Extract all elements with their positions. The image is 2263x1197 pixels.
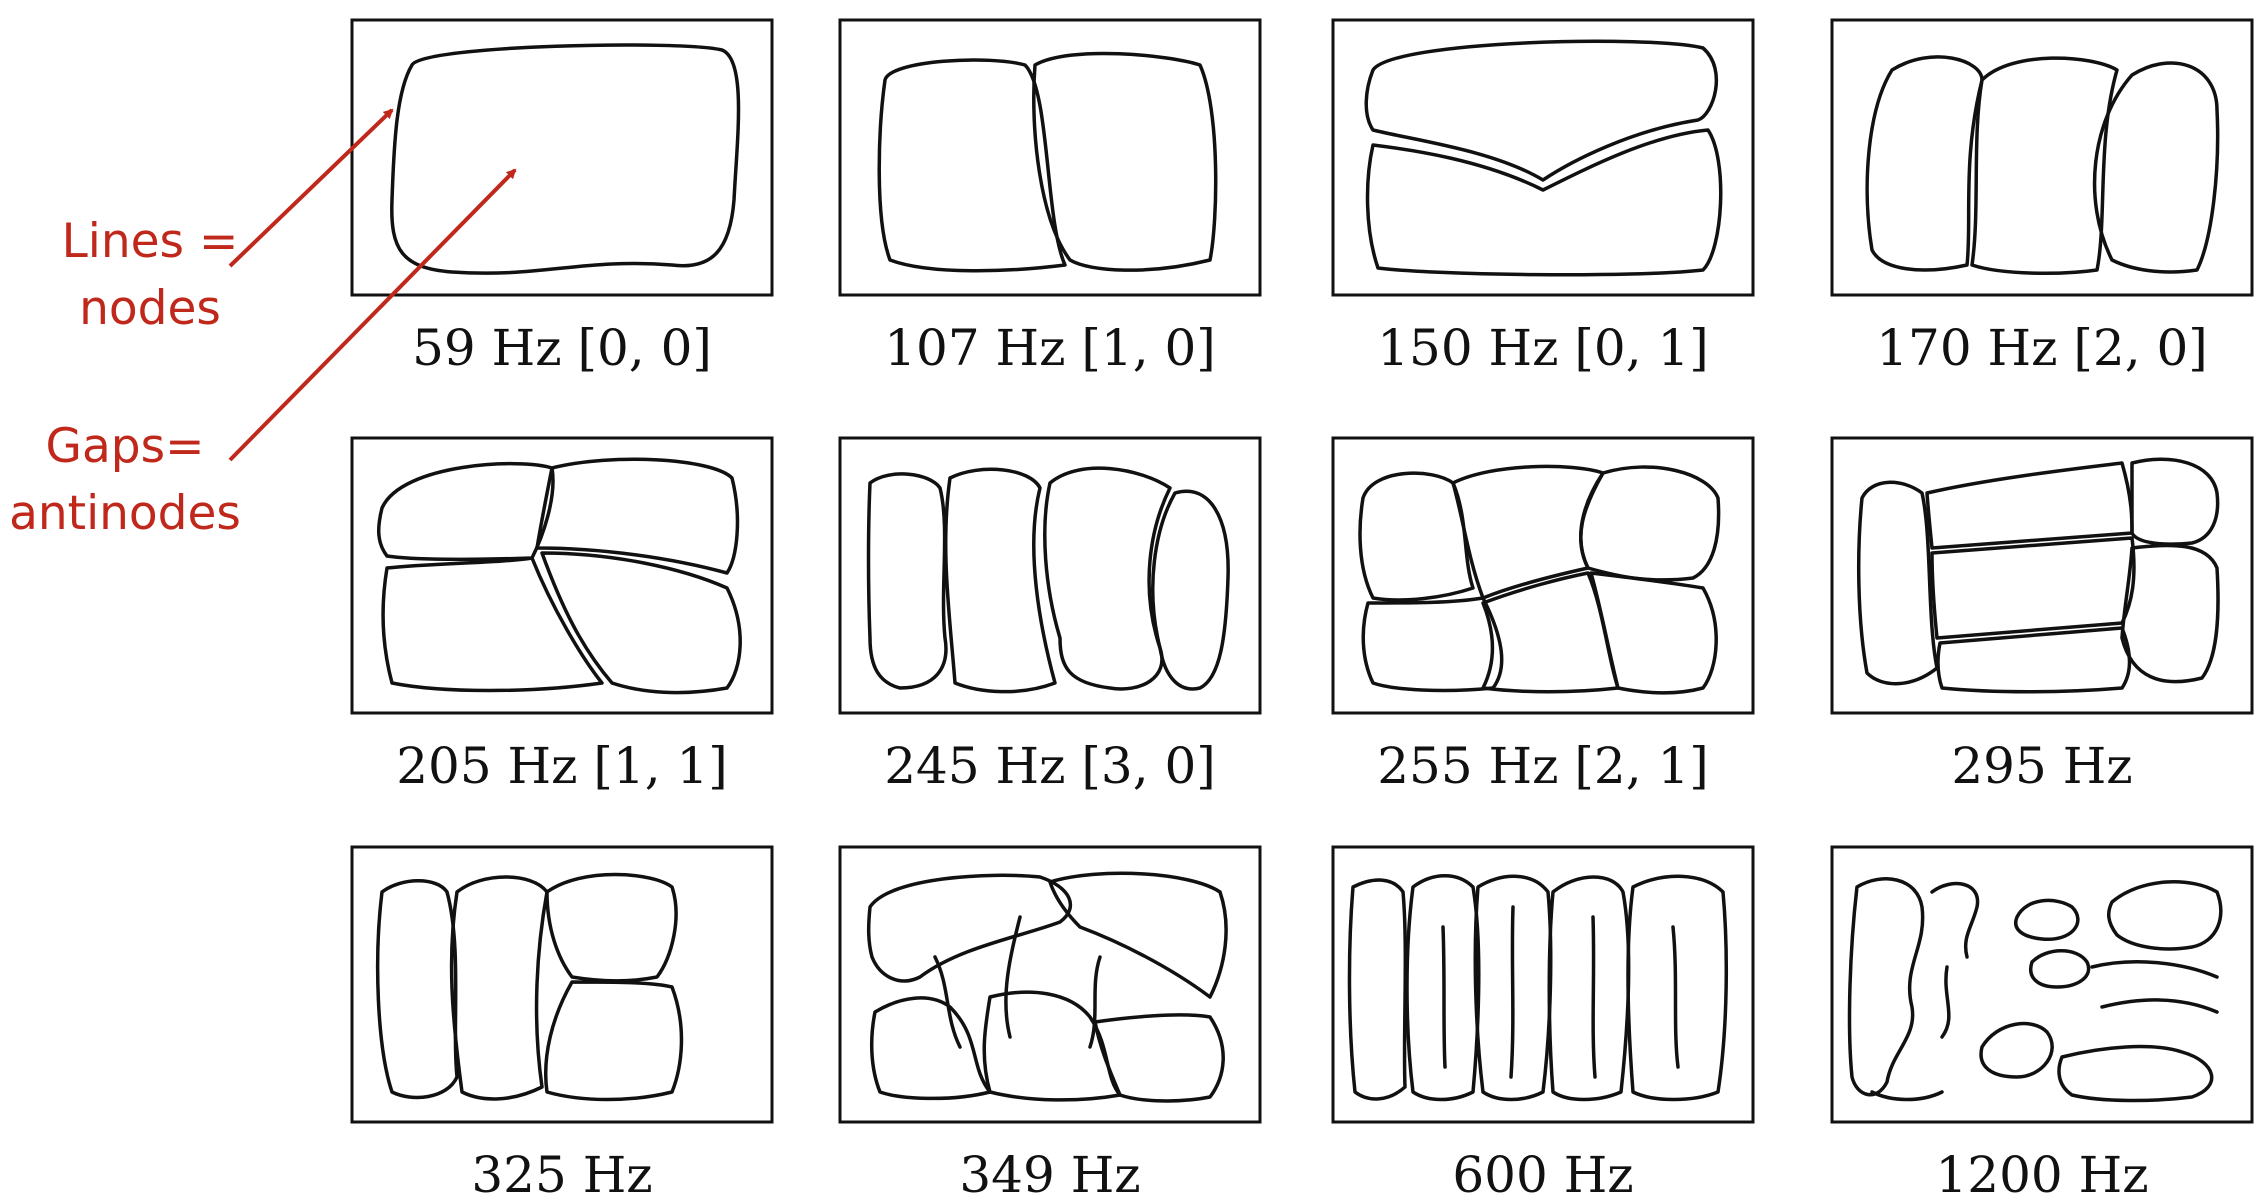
- nodal-line: [1581, 467, 1719, 580]
- annotation-gaps-1: Gaps=: [0, 413, 250, 480]
- nodal-line: [1349, 880, 1405, 1099]
- nodal-line: [378, 881, 457, 1098]
- panel: 349 Hz: [840, 847, 1260, 1197]
- nodal-line: [1549, 877, 1628, 1100]
- nodal-line: [872, 998, 990, 1098]
- nodal-line: [1591, 573, 1716, 693]
- panel: 150 Hz [0, 1]: [1333, 20, 1753, 377]
- nodal-line: [383, 558, 602, 691]
- panel-label: 170 Hz [2, 0]: [1876, 319, 2208, 377]
- panel-label: 59 Hz [0, 0]: [412, 319, 712, 377]
- nodal-line: [452, 877, 547, 1099]
- annotation-line-2: nodes: [25, 275, 275, 342]
- panel-frame: [1333, 438, 1753, 713]
- nodal-line: [2016, 900, 2078, 939]
- panel: 255 Hz [2, 1]: [1333, 438, 1753, 795]
- panel-frame: [352, 847, 772, 1122]
- panel-label: 325 Hz: [471, 1146, 652, 1197]
- panel: 107 Hz [1, 0]: [840, 20, 1260, 377]
- nodal-line: [392, 45, 739, 273]
- panel: 1200 Hz: [1832, 847, 2252, 1197]
- nodal-line: [869, 875, 1071, 981]
- panel-label: 245 Hz [3, 0]: [884, 737, 1216, 795]
- annotation-lines-nodes: Lines = nodes: [25, 208, 275, 342]
- panel-frame: [1832, 438, 2252, 713]
- panel: 325 Hz: [352, 847, 772, 1197]
- panel-label: 1200 Hz: [1935, 1146, 2148, 1197]
- panel: 295 Hz: [1832, 438, 2252, 795]
- nodal-line: [1938, 628, 2130, 692]
- annotation-gaps-2: antinodes: [0, 480, 250, 547]
- nodal-line: [1050, 873, 1226, 997]
- nodal-line: [1363, 598, 1501, 690]
- nodal-line: [2031, 951, 2089, 987]
- annotation-line-1: Lines =: [25, 208, 275, 275]
- panel: 245 Hz [3, 0]: [840, 438, 1260, 795]
- nodal-line: [2122, 545, 2218, 681]
- nodal-line: [1927, 463, 2132, 548]
- nodal-line: [869, 474, 946, 688]
- nodal-line: [547, 875, 676, 981]
- panel-label: 349 Hz: [959, 1146, 1140, 1197]
- panel: 600 Hz: [1333, 847, 1753, 1197]
- annotation-gaps-antinodes: Gaps= antinodes: [0, 413, 250, 547]
- nodal-line: [542, 553, 740, 693]
- panel-label: 295 Hz: [1951, 737, 2132, 795]
- panel-frame: [1333, 20, 1753, 295]
- nodal-line: [1867, 57, 1982, 270]
- nodal-line: [1981, 1024, 2052, 1077]
- nodal-line: [1153, 491, 1228, 689]
- panel-label: 600 Hz: [1452, 1146, 1633, 1197]
- nodal-line: [1366, 41, 1716, 180]
- panel-label: 107 Hz [1, 0]: [884, 319, 1216, 377]
- nodal-line: [1368, 130, 1721, 275]
- nodal-line: [546, 982, 682, 1100]
- panel-grid: 59 Hz [0, 0] 107 Hz [1, 0] 150 Hz [0, 1] 17…: [352, 20, 2252, 1197]
- panel: 170 Hz [2, 0]: [1832, 20, 2252, 377]
- nodal-line: [946, 469, 1055, 691]
- panel: 205 Hz [1, 1]: [352, 438, 772, 795]
- panel-label: 150 Hz [0, 1]: [1377, 319, 1709, 377]
- nodal-line: [1850, 879, 1923, 1095]
- nodal-line: [2059, 1047, 2212, 1101]
- panel-label: 205 Hz [1, 1]: [396, 737, 728, 795]
- nodal-line: [2109, 882, 2221, 949]
- panel-frame: [840, 438, 1260, 713]
- panel-frame: [840, 20, 1260, 295]
- nodal-line: [1034, 53, 1216, 270]
- nodal-line: [1932, 884, 1978, 1037]
- nodal-line: [379, 464, 553, 560]
- panel-label: 255 Hz [2, 1]: [1377, 737, 1709, 795]
- nodal-line: [537, 459, 737, 573]
- nodal-line: [1859, 482, 1937, 683]
- nodal-line: [1932, 538, 2134, 638]
- panel: 59 Hz [0, 0]: [352, 20, 772, 377]
- nodal-line: [2132, 459, 2218, 544]
- panel-frame: [1832, 20, 2252, 295]
